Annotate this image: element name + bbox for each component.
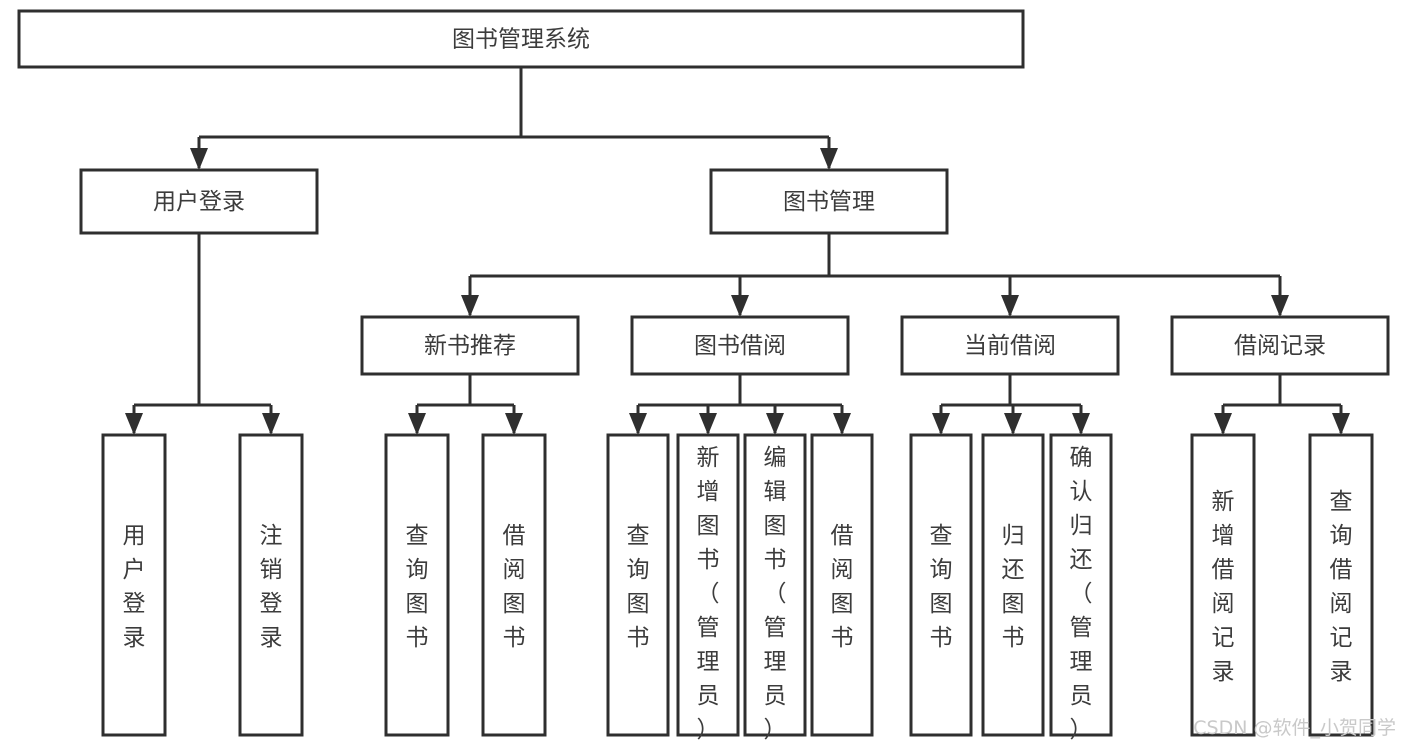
arrow-head-icon	[1214, 413, 1232, 435]
node-box[interactable]	[1049, 433, 1113, 737]
node-leaf-add-book[interactable]: 新增图书（管理员）	[676, 433, 740, 743]
arrow-head-icon	[833, 413, 851, 435]
node-leaf-query-record[interactable]: 查询借阅记录	[1308, 433, 1374, 737]
node-box[interactable]	[743, 433, 807, 737]
node-book-admin[interactable]: 图书管理	[709, 168, 949, 235]
node-label: 查询图书	[930, 523, 953, 651]
node-box[interactable]	[101, 433, 167, 737]
node-label: 用户登录	[123, 523, 146, 651]
watermark-label: CSDN @软件_小贺同学	[1193, 717, 1396, 739]
node-book-borrow[interactable]: 图书借阅	[630, 315, 850, 376]
node-box[interactable]	[630, 315, 850, 376]
node-box[interactable]	[981, 433, 1045, 737]
arrow-head-icon	[262, 413, 280, 435]
node-box[interactable]	[79, 168, 319, 235]
node-leaf-edit-book[interactable]: 编辑图书（管理员）	[743, 433, 807, 743]
arrow-head-icon	[190, 148, 208, 170]
node-leaf-confirm-return[interactable]: 确认归还（管理员）	[1049, 433, 1113, 743]
node-box[interactable]	[238, 433, 304, 737]
node-leaf-borrow-book-2[interactable]: 借阅图书	[810, 433, 874, 737]
node-label: 编辑图书（管理员）	[764, 445, 787, 743]
arrow-head-icon	[125, 413, 143, 435]
node-leaf-query-book-1[interactable]: 查询图书	[384, 433, 450, 737]
node-leaf-query-book-3[interactable]: 查询图书	[909, 433, 973, 737]
arrow-head-icon	[1001, 295, 1019, 317]
node-label: 注销登录	[260, 523, 283, 651]
node-label: 新增图书（管理员）	[697, 445, 720, 743]
node-label: 归还图书	[1002, 523, 1025, 651]
node-box[interactable]	[606, 433, 670, 737]
node-label: 新增借阅记录	[1212, 489, 1235, 685]
node-box[interactable]	[1308, 433, 1374, 737]
node-box[interactable]	[481, 433, 547, 737]
connectors-layer	[125, 67, 1350, 435]
node-label: 当前借阅	[964, 333, 1056, 359]
node-label: 查询图书	[627, 523, 650, 651]
node-box[interactable]	[360, 315, 580, 376]
arrow-head-icon	[1004, 413, 1022, 435]
arrow-head-icon	[766, 413, 784, 435]
node-label: 新书推荐	[424, 333, 516, 359]
node-label: 图书借阅	[694, 333, 786, 359]
node-label: 借阅记录	[1234, 333, 1326, 359]
node-label: 用户登录	[153, 189, 245, 215]
arrow-head-icon	[1332, 413, 1350, 435]
node-box[interactable]	[384, 433, 450, 737]
node-label: 图书管理系统	[452, 27, 590, 53]
node-new-book-rec[interactable]: 新书推荐	[360, 315, 580, 376]
node-label: 借阅图书	[831, 523, 854, 651]
arrow-head-icon	[1072, 413, 1090, 435]
node-label: 借阅图书	[503, 523, 526, 651]
arrow-head-icon	[699, 413, 717, 435]
arrow-head-icon	[629, 413, 647, 435]
arrow-head-icon	[408, 413, 426, 435]
node-root-system[interactable]: 图书管理系统	[17, 9, 1025, 69]
nodes-layer: 图书管理系统用户登录图书管理新书推荐图书借阅当前借阅借阅记录用户登录注销登录查询…	[17, 9, 1390, 743]
node-leaf-borrow-book-1[interactable]: 借阅图书	[481, 433, 547, 737]
node-box[interactable]	[900, 315, 1120, 376]
arrow-head-icon	[461, 295, 479, 317]
node-label: 图书管理	[783, 189, 875, 215]
node-user-login[interactable]: 用户登录	[79, 168, 319, 235]
arrow-head-icon	[505, 413, 523, 435]
node-borrow-record[interactable]: 借阅记录	[1170, 315, 1390, 376]
node-current-borrow[interactable]: 当前借阅	[900, 315, 1120, 376]
node-box[interactable]	[1170, 315, 1390, 376]
node-leaf-query-book-2[interactable]: 查询图书	[606, 433, 670, 737]
node-box[interactable]	[1190, 433, 1256, 737]
node-box[interactable]	[709, 168, 949, 235]
arrow-head-icon	[932, 413, 950, 435]
node-label: 查询图书	[406, 523, 429, 651]
arrow-head-icon	[820, 148, 838, 170]
arrow-head-icon	[731, 295, 749, 317]
node-box[interactable]	[909, 433, 973, 737]
node-label: 确认归还（管理员）	[1070, 445, 1093, 743]
node-leaf-add-record[interactable]: 新增借阅记录	[1190, 433, 1256, 737]
node-box[interactable]	[676, 433, 740, 737]
node-box[interactable]	[17, 9, 1025, 69]
node-box[interactable]	[810, 433, 874, 737]
node-leaf-return-book[interactable]: 归还图书	[981, 433, 1045, 737]
node-leaf-user-login[interactable]: 用户登录	[101, 433, 167, 737]
arrow-head-icon	[1271, 295, 1289, 317]
node-leaf-user-logout[interactable]: 注销登录	[238, 433, 304, 737]
node-label: 查询借阅记录	[1330, 489, 1353, 685]
